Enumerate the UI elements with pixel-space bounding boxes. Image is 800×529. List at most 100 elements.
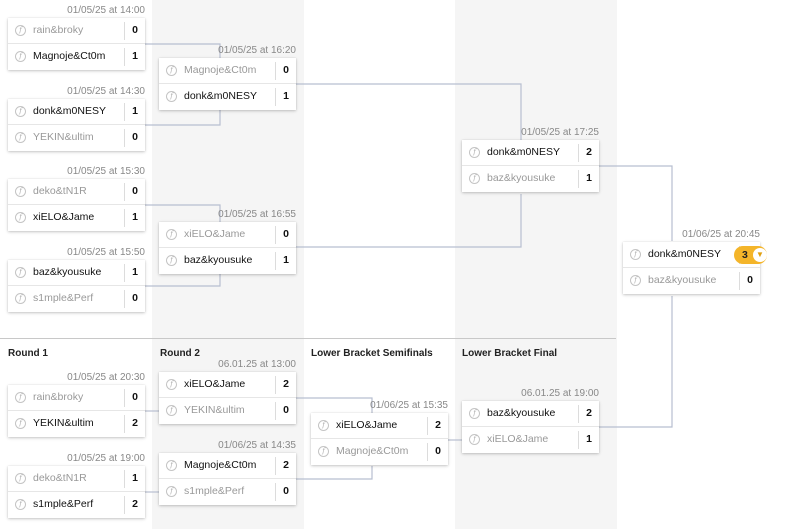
team-logo-icon: f bbox=[15, 106, 26, 117]
team-name: baz&kyousuke bbox=[487, 172, 556, 184]
team-name: xiELO&Jame bbox=[184, 228, 246, 240]
team-name: donk&m0NESY bbox=[648, 248, 721, 260]
match-time: 01/06/25 at 15:35 bbox=[370, 400, 448, 411]
team-score: 1 bbox=[132, 211, 138, 223]
team-name: deko&tN1R bbox=[33, 472, 87, 484]
team-logo-icon: f bbox=[166, 255, 177, 266]
round-label-lower-final: Lower Bracket Final bbox=[462, 348, 558, 359]
score-divider bbox=[578, 144, 579, 162]
team-score: 0 bbox=[132, 185, 138, 197]
team-logo-icon: f bbox=[469, 173, 480, 184]
score-divider bbox=[275, 252, 276, 270]
team-name: baz&kyousuke bbox=[33, 266, 102, 278]
team-score: 0 bbox=[132, 131, 138, 143]
final-score: 3 bbox=[742, 249, 748, 261]
team-row[interactable]: f baz&kyousuke 1 bbox=[462, 166, 599, 192]
team-name: rain&broky bbox=[33, 24, 84, 36]
team-logo-icon: f bbox=[15, 418, 26, 429]
team-name: baz&kyousuke bbox=[487, 407, 556, 419]
team-logo-icon: f bbox=[15, 293, 26, 304]
team-logo-icon: f bbox=[469, 147, 480, 158]
team-logo-icon: f bbox=[166, 379, 177, 390]
team-score: 2 bbox=[586, 407, 592, 419]
score-divider bbox=[124, 264, 125, 282]
team-score: 2 bbox=[283, 459, 289, 471]
team-score: 0 bbox=[132, 292, 138, 304]
score-divider bbox=[578, 405, 579, 423]
team-logo-icon: f bbox=[318, 446, 329, 457]
score-divider bbox=[124, 183, 125, 201]
team-score: 0 bbox=[283, 404, 289, 416]
team-name: donk&m0NESY bbox=[33, 105, 106, 117]
team-name: deko&tN1R bbox=[33, 185, 87, 197]
score-divider bbox=[124, 415, 125, 433]
team-score: 1 bbox=[586, 172, 592, 184]
score-divider bbox=[275, 402, 276, 420]
team-score: 0 bbox=[132, 24, 138, 36]
score-divider bbox=[124, 129, 125, 147]
team-logo-icon: f bbox=[166, 486, 177, 497]
team-score: 0 bbox=[283, 485, 289, 497]
team-logo-icon: f bbox=[630, 275, 641, 286]
bracket-divider bbox=[0, 338, 616, 339]
trophy-icon: ▼ bbox=[753, 248, 767, 262]
team-name: donk&m0NESY bbox=[487, 146, 560, 158]
match-time: 01/06/25 at 14:35 bbox=[218, 440, 296, 451]
team-name: xiELO&Jame bbox=[184, 378, 246, 390]
team-name: YEKIN&ultim bbox=[184, 404, 245, 416]
team-name: baz&kyousuke bbox=[184, 254, 253, 266]
team-score: 1 bbox=[132, 50, 138, 62]
team-score: 1 bbox=[132, 266, 138, 278]
winner-badge: 3 ▼ bbox=[734, 246, 767, 264]
team-name: Magnoje&Ct0m bbox=[33, 50, 106, 62]
score-divider bbox=[578, 170, 579, 188]
score-divider bbox=[275, 62, 276, 80]
score-divider bbox=[275, 376, 276, 394]
team-score: 1 bbox=[283, 90, 289, 102]
round-label-round-2: Round 2 bbox=[160, 348, 200, 359]
score-divider bbox=[124, 290, 125, 308]
match-time: 01/05/25 at 16:20 bbox=[218, 45, 296, 56]
round-label-round-1: Round 1 bbox=[8, 348, 48, 359]
score-divider bbox=[124, 496, 125, 514]
